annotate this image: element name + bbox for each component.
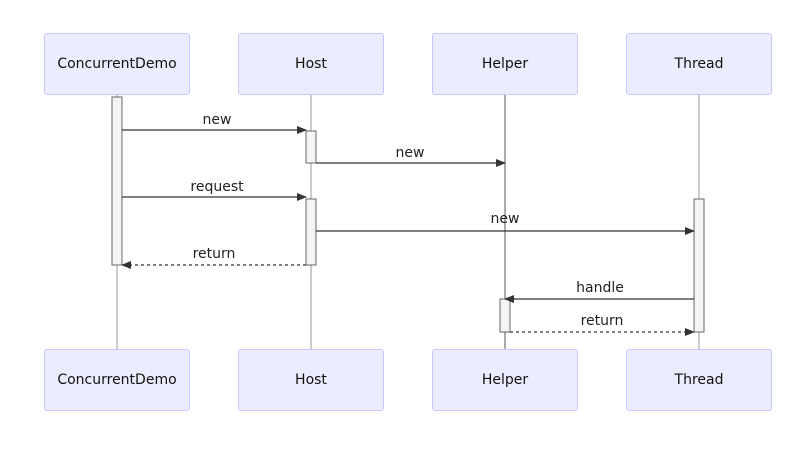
actor-top-host: Host [238, 33, 384, 95]
activation-thread [693, 198, 705, 333]
message-label-4: new [491, 211, 520, 227]
actor-bottom-helper: Helper [432, 349, 578, 411]
actor-bottom-host: Host [238, 349, 384, 411]
actor-top-concurrentdemo: ConcurrentDemo [44, 33, 190, 95]
actor-top-helper: Helper [432, 33, 578, 95]
message-label-1: new [203, 112, 232, 128]
actor-bottom-thread: Thread [626, 349, 772, 411]
activation-host-2 [305, 198, 317, 266]
message-label-3: request [190, 179, 244, 195]
activation-helper [499, 298, 511, 333]
message-label-6: handle [576, 280, 624, 296]
message-label-5: return [193, 246, 236, 262]
actor-bottom-concurrentdemo: ConcurrentDemo [44, 349, 190, 411]
actor-top-thread: Thread [626, 33, 772, 95]
activation-concurrentdemo [111, 96, 123, 266]
message-label-2: new [396, 145, 425, 161]
message-label-7: return [581, 313, 624, 329]
activation-host-1 [305, 130, 317, 164]
